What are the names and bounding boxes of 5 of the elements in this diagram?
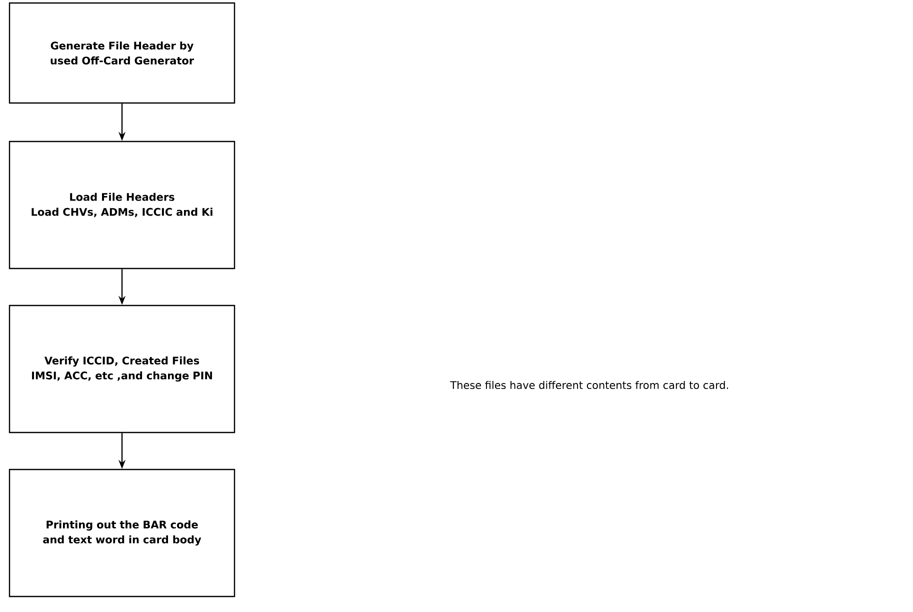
process-box: Verify ICCID, Created Files IMSI, ACC, etc ,and change PIN (8, 304, 236, 434)
process-box: Load File Headers Load CHVs, ADMs, ICCIC and Ki (8, 140, 236, 270)
process-box: Printing out the BAR code and text word in card body (8, 468, 236, 598)
note-text: These files have different contents from card to card. (450, 380, 728, 390)
process-box: Generate File Header by used Off-Card Generator (8, 2, 236, 104)
